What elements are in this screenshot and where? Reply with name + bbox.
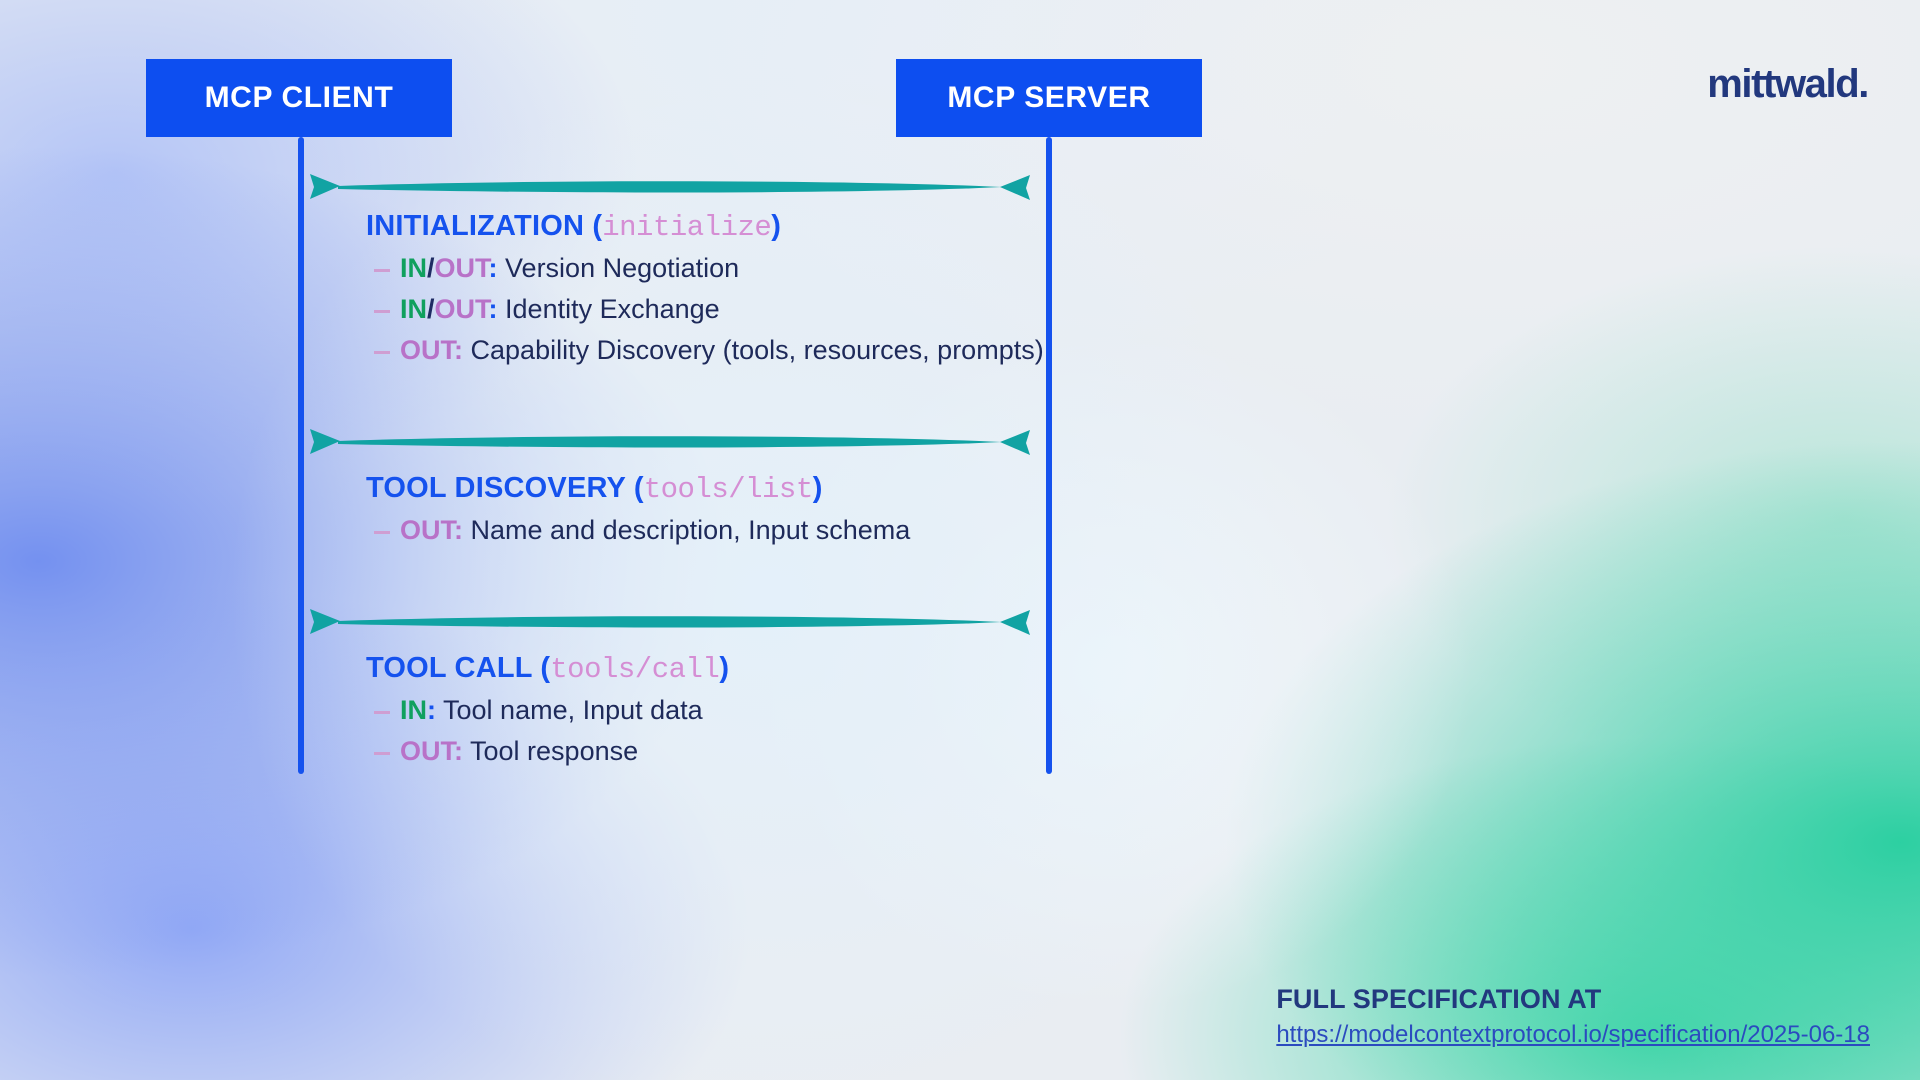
- participant-mcp-server: MCP SERVER: [896, 59, 1202, 137]
- bullet-dash-icon: [374, 711, 390, 715]
- message-line: OUT: Tool response: [366, 734, 1046, 770]
- tag-out: OUT: [434, 294, 489, 325]
- tag-in: IN: [400, 253, 427, 284]
- message-line-text: Tool response: [470, 736, 639, 767]
- bullet-dash-icon: [374, 531, 390, 535]
- bullet-dash-icon: [374, 752, 390, 756]
- mittwald-logo: mittwald.: [1707, 62, 1869, 106]
- footer-title: FULL SPECIFICATION AT: [1276, 984, 1602, 1015]
- heading-label: TOOL DISCOVERY: [366, 472, 626, 504]
- message-line-text: Version Negotiation: [505, 253, 740, 284]
- message-heading-tool-call: TOOL CALL (tools/call): [366, 652, 730, 686]
- message-block-initialization: INITIALIZATION (initialize) IN/OUT: Vers…: [366, 208, 1046, 369]
- tag-out: OUT: [400, 515, 454, 546]
- participant-mcp-client: MCP CLIENT: [146, 59, 452, 137]
- heading-method: tools/call: [550, 653, 720, 686]
- message-block-tool-discovery: TOOL DISCOVERY (tools/list) OUT: Name an…: [366, 470, 1046, 549]
- heading-method: initialize: [602, 211, 772, 244]
- bullet-dash-icon: [374, 310, 390, 314]
- arrow-initialization: [310, 170, 1030, 204]
- tag-out: OUT: [434, 253, 489, 284]
- heading-method: tools/list: [643, 473, 814, 506]
- tag-in: IN: [400, 695, 427, 726]
- message-block-tool-call: TOOL CALL (tools/call) IN: Tool name, In…: [366, 650, 1046, 770]
- footer: FULL SPECIFICATION AT https://modelconte…: [1276, 983, 1870, 1050]
- tag-in: IN: [400, 294, 427, 325]
- message-line: IN/OUT: Version Negotiation: [366, 251, 1046, 287]
- arrow-tool-discovery: [310, 425, 1030, 459]
- message-line: IN/OUT: Identity Exchange: [366, 292, 1046, 328]
- heading-label: INITIALIZATION: [366, 210, 585, 242]
- message-line-text: Capability Discovery (tools, resources, …: [470, 334, 1044, 365]
- message-line: OUT: Name and description, Input schema: [366, 513, 1046, 549]
- tag-out: OUT: [400, 736, 454, 767]
- lifeline-server: [1046, 137, 1052, 774]
- heading-label: TOOL CALL: [366, 652, 533, 684]
- message-heading-initialization: INITIALIZATION (initialize): [366, 210, 782, 244]
- message-line: IN: Tool name, Input data: [366, 693, 1046, 729]
- message-line-text: Tool name, Input data: [443, 695, 703, 726]
- arrow-tool-call: [310, 605, 1030, 639]
- message-line: OUT: Capability Discovery (tools, resour…: [366, 333, 1046, 369]
- bullet-dash-icon: [374, 269, 390, 273]
- bullet-dash-icon: [374, 351, 390, 355]
- message-line-text: Identity Exchange: [505, 294, 720, 325]
- specification-link[interactable]: https://modelcontextprotocol.io/specific…: [1276, 1020, 1870, 1048]
- message-line-text: Name and description, Input schema: [470, 515, 911, 546]
- message-heading-tool-discovery: TOOL DISCOVERY (tools/list): [366, 472, 823, 506]
- lifeline-client: [298, 137, 304, 774]
- tag-out: OUT: [400, 334, 454, 365]
